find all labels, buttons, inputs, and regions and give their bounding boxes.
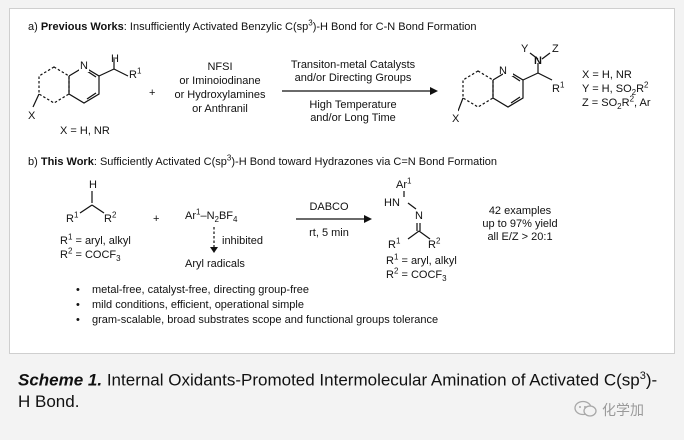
arrow-a-above-2: and/or Directing Groups [294, 72, 412, 84]
scheme-caption: Scheme 1. Internal Oxidants-Promoted Int… [18, 370, 658, 411]
part-b-title: This Work [40, 156, 94, 168]
product-b-ar: Ar1 [396, 176, 412, 191]
part-a-reactant-structure [32, 59, 129, 108]
scheme-figure: a) Previous Works: Insufficiently Activa… [9, 8, 675, 354]
def-x: X = H, NR [582, 69, 632, 81]
reaction-arrow-a [282, 87, 438, 95]
def-z: Z = SO2R2, Ar [582, 94, 651, 112]
part-b-header: b) This Work: Sufficiently Activated C(s… [28, 153, 498, 168]
reagent-4: or Anthranil [192, 103, 248, 115]
plus-sign-b: + [153, 213, 160, 225]
caption-label: Scheme 1. [18, 370, 103, 390]
product-atom-y: Y [521, 43, 529, 55]
reactant-b-r2: R2 [104, 210, 117, 225]
part-a-product-structure [458, 52, 553, 112]
reactant-b-h: H [89, 179, 97, 191]
bullet-1: metal-free, catalyst-free, directing gro… [76, 284, 309, 297]
result-ez: all E/Z > 20:1 [487, 231, 553, 243]
part-a-header: a) Previous Works: Insufficiently Activa… [28, 18, 477, 33]
reagent-1: NFSI [207, 61, 233, 73]
reagent-2: or Iminoiodinane [179, 75, 261, 87]
product-b-r1: R1 [388, 236, 401, 251]
inhibited-label: inhibited [222, 235, 263, 247]
watermark-text: 化学加 [602, 402, 644, 418]
arrow-b-above: DABCO [309, 201, 349, 213]
r2-definition: R2 = COCF3 [60, 246, 121, 264]
reactant-condition: X = H, NR [60, 125, 110, 137]
arrow-a-below-1: High Temperature [309, 99, 397, 111]
bullet-3: gram-scalable, broad substrates scope an… [76, 314, 438, 327]
product-b-r2: R2 [428, 236, 441, 251]
product-b-n: N [415, 210, 423, 222]
result-examples: 42 examples [488, 205, 552, 217]
product-atom-z: Z [552, 43, 559, 55]
arrow-b-below: rt, 5 min [309, 227, 349, 239]
product-atom-r1: R1 [552, 80, 565, 95]
product-r2-definition: R2 = COCF3 [386, 266, 447, 284]
product-atom-n: N [534, 55, 542, 67]
reagent-3: or Hydroxylamines [174, 89, 266, 101]
atom-h: H [111, 53, 119, 65]
arrow-a-below-2: and/or Long Time [310, 112, 396, 124]
aryl-radicals-label: Aryl radicals [185, 258, 245, 270]
diazonium-salt: Ar1–N2BF4 [185, 207, 238, 225]
r1-definition: R1 = aryl, alkyl [60, 232, 131, 247]
product-b-substituent-bonds [407, 230, 431, 240]
atom-r1: R1 [129, 66, 142, 81]
product-atom-n-ring: N [499, 65, 507, 77]
watermark: 化学加 [572, 398, 672, 420]
arrow-a-above-1: Transiton-metal Catalysts [290, 59, 416, 71]
wechat-icon [574, 400, 597, 417]
part-b-reactant-structure [79, 191, 105, 214]
reaction-arrow-b [296, 215, 372, 223]
bullet-2: mild conditions, efficient, operational … [76, 299, 304, 312]
plus-sign-a: + [149, 87, 156, 99]
product-b-hn: HN [384, 197, 400, 209]
def-y: Y = H, SO2R2 [582, 80, 649, 98]
inhibited-arrow [210, 227, 218, 253]
part-a-title: Previous Works [40, 21, 124, 33]
part-b-product-structure [403, 191, 421, 231]
atom-n: N [80, 60, 88, 72]
reactant-b-r1: R1 [66, 210, 79, 225]
atom-x: X [28, 110, 36, 122]
result-yield: up to 97% yield [482, 218, 558, 230]
product-r1-definition: R1 = aryl, alkyl [386, 252, 457, 267]
product-atom-x: X [452, 113, 460, 125]
